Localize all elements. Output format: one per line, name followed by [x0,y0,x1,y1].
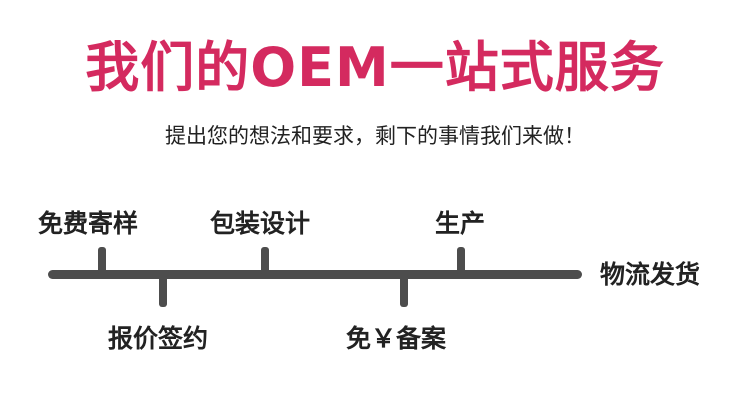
page-title: 我们的OEM一站式服务 [85,36,665,99]
tick-production [457,247,465,275]
step-free-sample: 免费寄样 [38,209,139,238]
tick-filing [400,275,408,307]
step-quote-contract: 报价签约 [108,324,209,353]
step-production: 生产 [435,209,486,238]
step-logistics: 物流发货 [600,260,701,289]
step-package-design: 包装设计 [210,209,311,238]
timeline-axis [48,270,582,279]
tick-quote-contract [159,275,167,307]
page-subtitle: 提出您的想法和要求，剩下的事情我们来做！ [165,124,585,148]
tick-free-sample [98,247,106,275]
step-filing: 免￥备案 [346,324,447,353]
tick-package-design [261,247,269,275]
